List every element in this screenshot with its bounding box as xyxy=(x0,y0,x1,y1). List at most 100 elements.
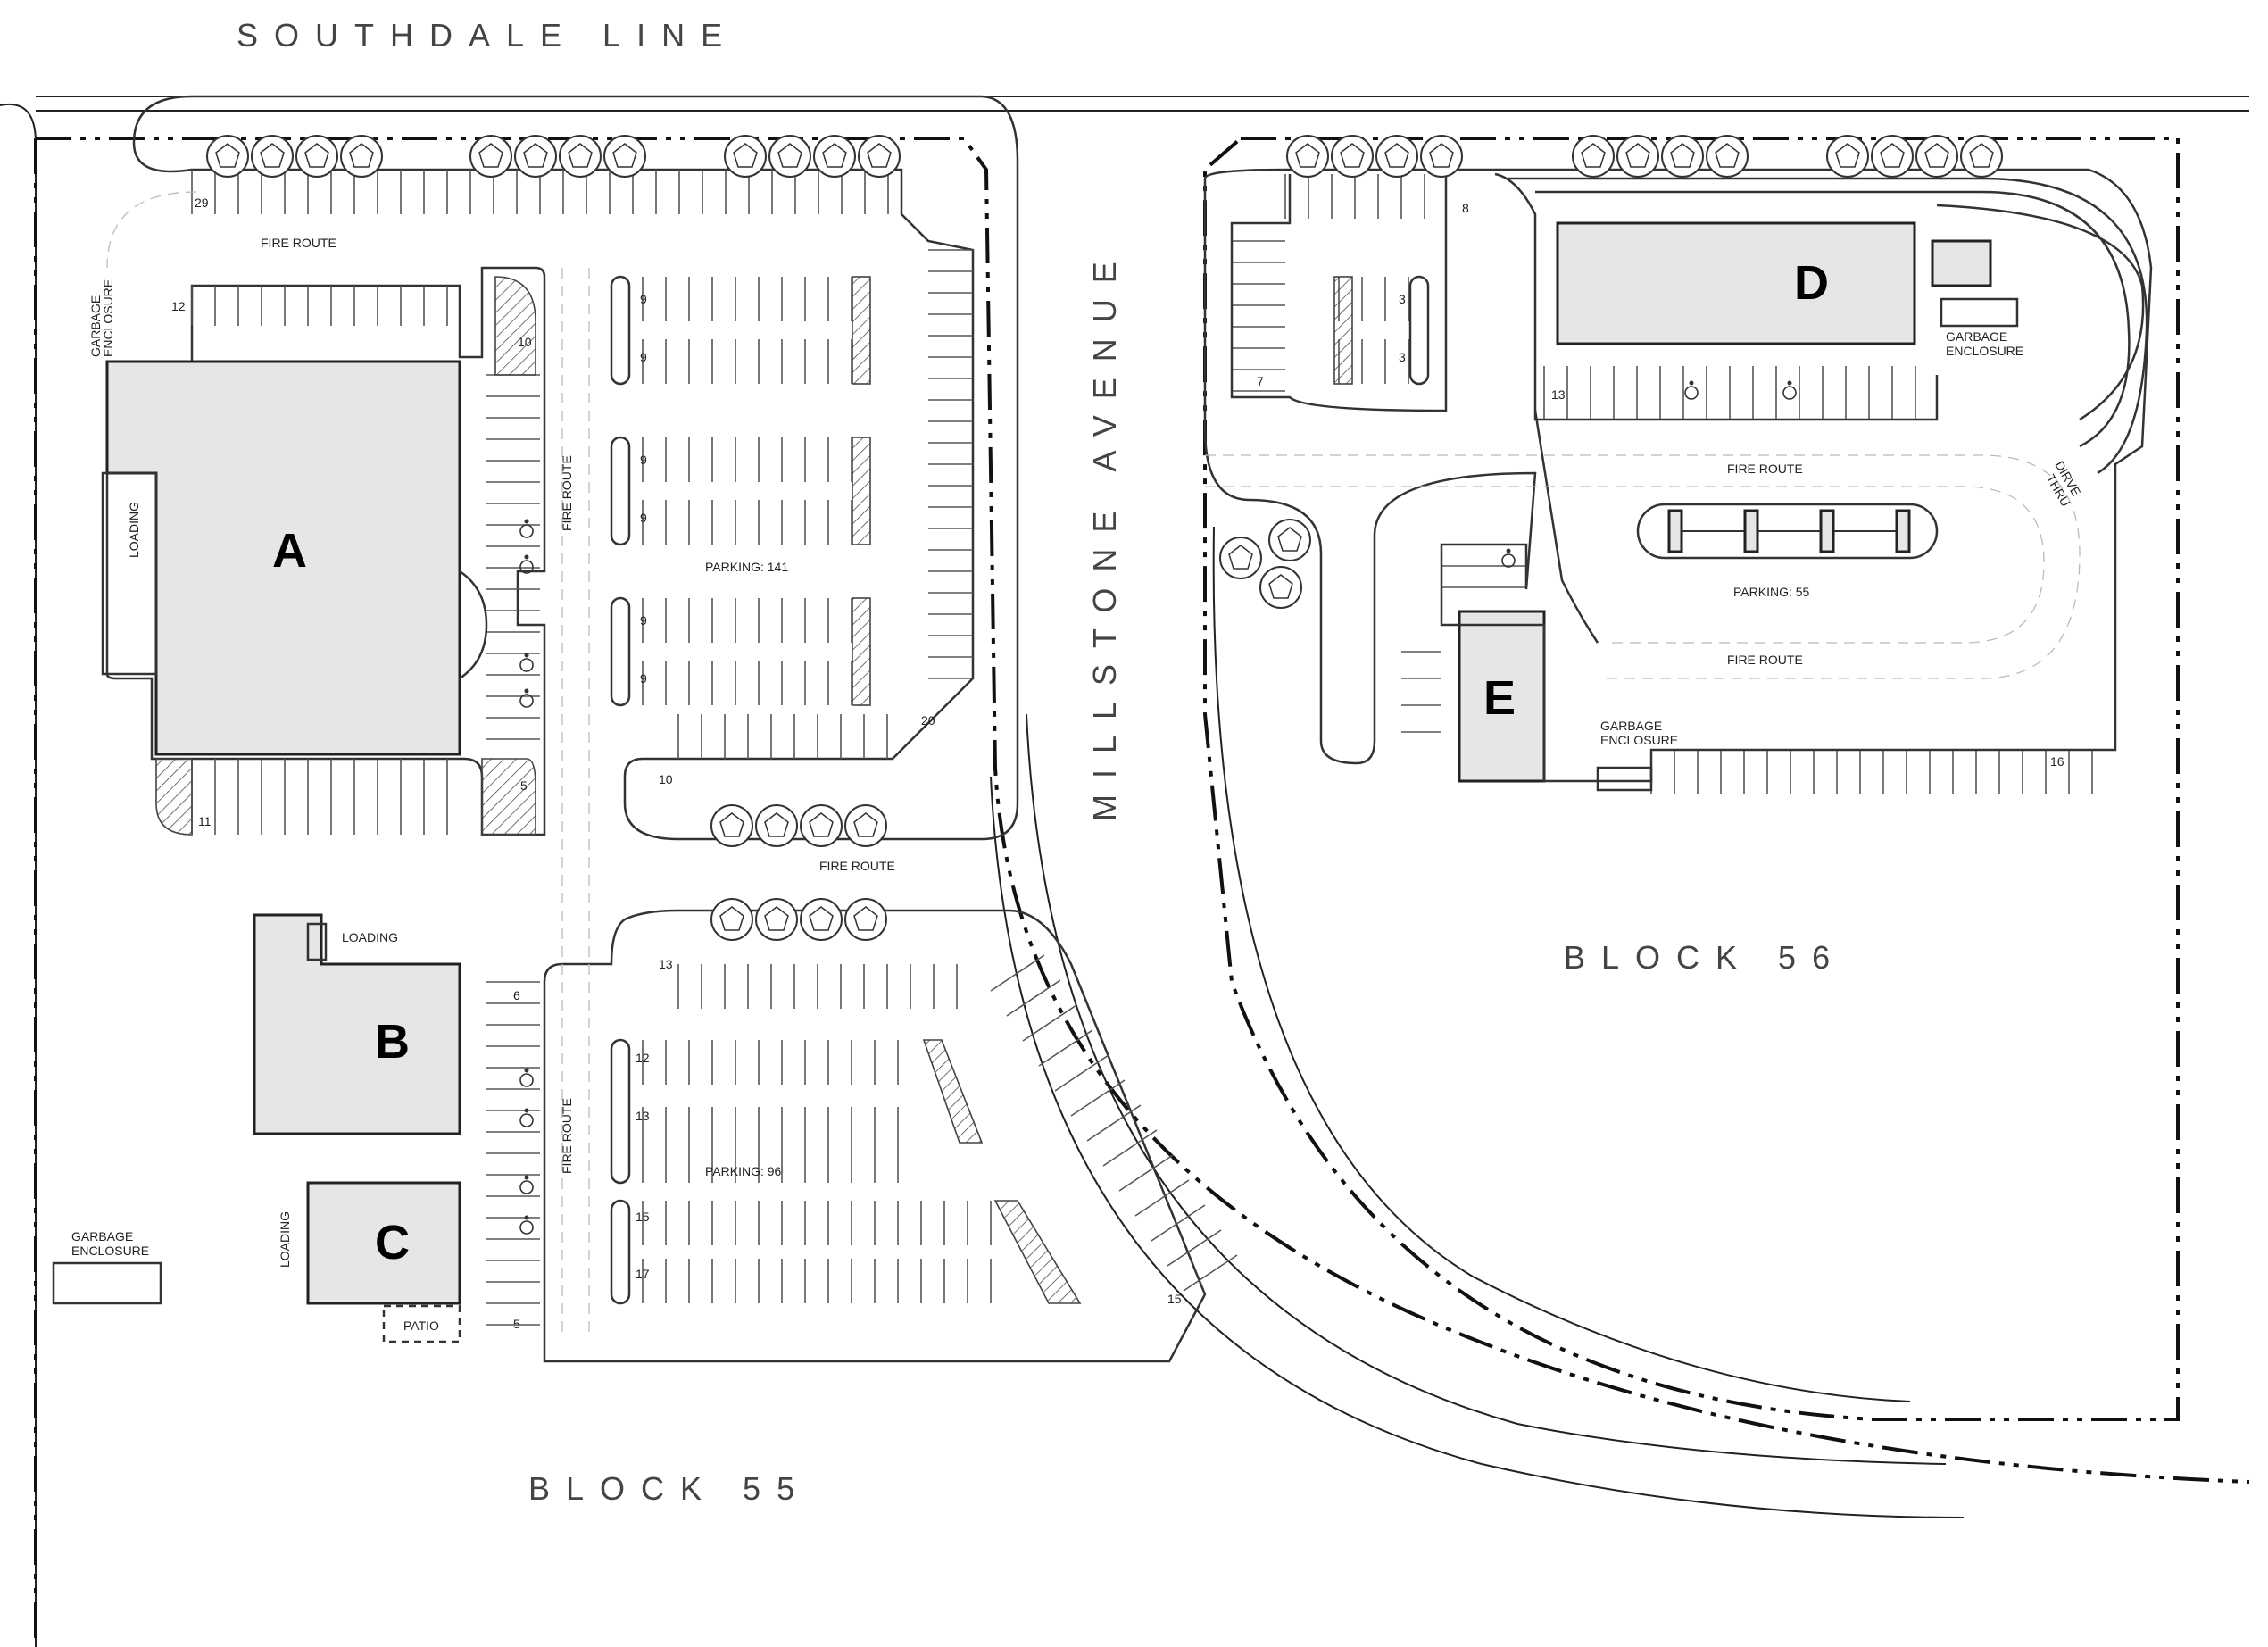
stall-line xyxy=(1118,1154,1174,1192)
count-east-south-row: 16 xyxy=(2050,754,2064,769)
tree-icon xyxy=(1268,519,1311,561)
parking-stalls-west xyxy=(191,170,1238,1326)
garbage-label-a-line2: ENCLOSURE xyxy=(101,279,115,357)
count-island2-bottom: 9 xyxy=(640,511,647,525)
accessible-icon xyxy=(519,688,534,708)
count-south-island1-top: 12 xyxy=(636,1051,650,1065)
tree-icon xyxy=(1661,135,1704,178)
island-1-hatch xyxy=(852,276,871,385)
count-south-island1-bottom: 13 xyxy=(636,1109,650,1123)
block-56-label: BLOCK 56 xyxy=(1564,939,1846,976)
stall-line xyxy=(1022,1004,1077,1042)
accessible-icon xyxy=(519,1215,534,1235)
count-south-island2-top: 15 xyxy=(636,1210,650,1224)
tree-icon xyxy=(800,898,843,941)
count-island1-top: 9 xyxy=(640,292,647,306)
island-2-hatch xyxy=(852,437,871,545)
island-2 xyxy=(610,436,631,546)
tree-icon xyxy=(559,135,602,178)
drive-thru-lane xyxy=(1508,177,2148,475)
count-north-south-row: 10 xyxy=(659,772,673,786)
garbage-enclosure-d xyxy=(1940,297,2019,328)
garbage-label-sw-line1: GARBAGE xyxy=(71,1229,133,1244)
count-island3-top: 9 xyxy=(640,613,647,628)
accessible-icon xyxy=(519,1175,534,1194)
patio-label: PATIO xyxy=(403,1318,439,1333)
tree-icon xyxy=(1826,135,1869,178)
loading-dock-b xyxy=(306,922,328,961)
fire-route-paths xyxy=(106,191,2081,1339)
tree-icon xyxy=(724,135,767,178)
millstone-avenue-road xyxy=(990,526,1965,1518)
tree-icon xyxy=(1706,135,1749,178)
count-a-north: 29 xyxy=(195,195,209,210)
tree-icon xyxy=(710,804,753,847)
road-label-millstone: MILLSTONE AVENUE xyxy=(1086,245,1123,821)
loading-label-c: LOADING xyxy=(278,1211,292,1268)
trees xyxy=(206,135,2003,941)
stall-line xyxy=(1006,979,1061,1017)
count-d-row: 13 xyxy=(1551,387,1566,402)
parking-total-north: PARKING: 141 xyxy=(705,560,788,574)
tree-icon xyxy=(800,804,843,847)
building-d xyxy=(1556,221,1916,345)
building-a-label: A xyxy=(272,524,307,578)
count-east-edge: 20 xyxy=(921,713,935,728)
count-d-island-top: 3 xyxy=(1399,292,1406,306)
accessible-icon xyxy=(519,554,534,574)
accessible-icon xyxy=(519,519,534,538)
tree-icon xyxy=(1572,135,1615,178)
garbage-label-e-line2: ENCLOSURE xyxy=(1600,733,1678,747)
tree-icon xyxy=(469,135,512,178)
hatch-a-sw xyxy=(155,758,193,836)
parking-islands xyxy=(155,275,1430,1305)
count-south-diag: 15 xyxy=(1167,1292,1182,1306)
tree-icon xyxy=(514,135,557,178)
tree-icon xyxy=(768,135,811,178)
loading-label-b: LOADING xyxy=(342,930,398,944)
stall-line xyxy=(1167,1229,1222,1267)
fire-route-label-north: FIRE ROUTE xyxy=(261,236,336,250)
count-island1-bottom: 9 xyxy=(640,350,647,364)
tree-icon xyxy=(755,804,798,847)
fuel-island xyxy=(1636,503,1939,560)
property-line xyxy=(34,137,2250,1647)
tree-icon xyxy=(1616,135,1659,178)
tree-icon xyxy=(1960,135,2003,178)
count-island2-top: 9 xyxy=(640,453,647,467)
stall-line xyxy=(1134,1179,1190,1217)
block-55-label: BLOCK 55 xyxy=(528,1470,810,1507)
garbage-enclosure-sw xyxy=(52,1261,162,1305)
south-island-1 xyxy=(610,1038,631,1185)
garbage-label-sw-line2: ENCLOSURE xyxy=(71,1244,149,1258)
accessible-icon xyxy=(519,653,534,672)
south-island-2-hatch xyxy=(993,1200,1082,1304)
tree-icon xyxy=(1286,135,1329,178)
building-c-label: C xyxy=(375,1216,410,1269)
garbage-label-d-line2: ENCLOSURE xyxy=(1946,344,2023,358)
garbage-label-e-line1: GARBAGE xyxy=(1600,719,1662,733)
garbage-label-d-line1: GARBAGE xyxy=(1946,329,2007,344)
stall-line xyxy=(1086,1104,1142,1142)
accessible-icon xyxy=(1782,380,1797,400)
count-c-south: 5 xyxy=(513,1317,520,1331)
south-island-2 xyxy=(610,1199,631,1305)
count-south-island2-bottom: 17 xyxy=(636,1267,650,1281)
tree-icon xyxy=(206,135,249,178)
tree-icon xyxy=(813,135,856,178)
building-b xyxy=(253,913,461,1135)
tree-icon xyxy=(1259,566,1302,609)
parking-total-east: PARKING: 55 xyxy=(1733,585,1810,599)
count-d-west: 7 xyxy=(1257,374,1264,388)
garbage-enclosure-e xyxy=(1596,766,1653,792)
fire-route-label-west: FIRE ROUTE xyxy=(560,455,574,531)
tree-icon xyxy=(1871,135,1914,178)
stall-line xyxy=(1070,1079,1126,1117)
patio-c xyxy=(382,1304,461,1343)
hatch-a-ne xyxy=(494,276,536,376)
tree-icon xyxy=(755,898,798,941)
loading-dock-a xyxy=(101,471,158,676)
fire-route-label-south: FIRE ROUTE xyxy=(560,1098,574,1174)
buildings xyxy=(52,221,2019,1343)
